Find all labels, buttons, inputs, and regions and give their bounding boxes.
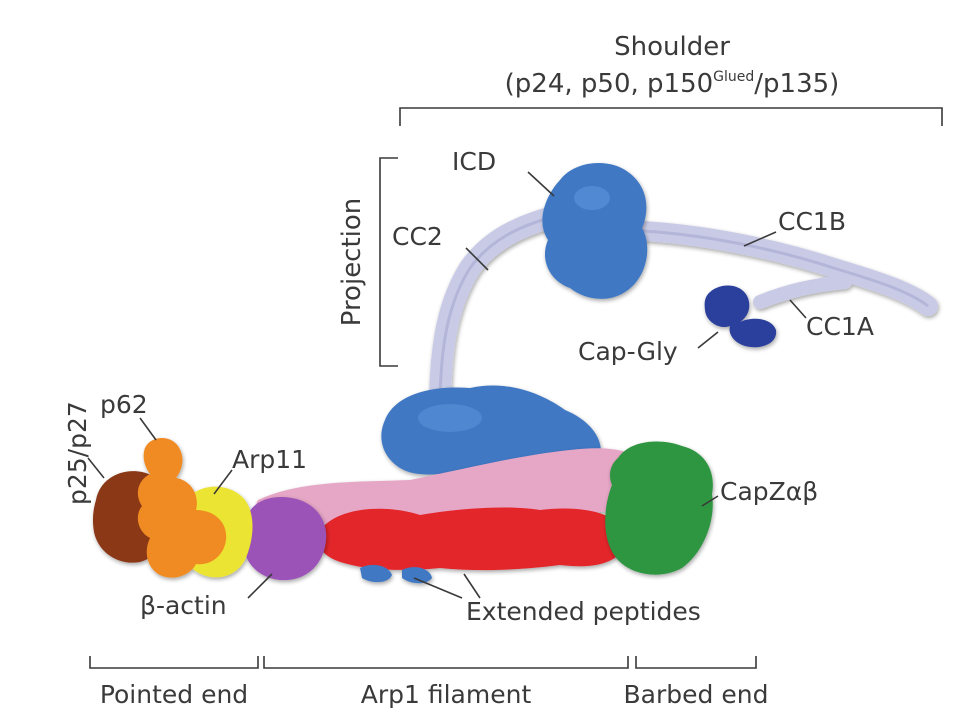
cc1b-label: CC1B (778, 207, 846, 236)
barbed-end-label: Barbed end (624, 680, 769, 709)
extended-peptide-1 (360, 564, 392, 583)
shoulder-subtitle-sup: Glued (713, 69, 754, 85)
pointed-end-label: Pointed end (100, 680, 248, 709)
shoulder-subtitle-part1: (p24, p50, p150 (505, 69, 714, 99)
icd-highlight (574, 186, 610, 210)
pink-strand (256, 448, 649, 525)
p62-blob (137, 437, 227, 578)
shoulder-bracket (399, 107, 943, 126)
shoulder-base-highlight (418, 404, 482, 432)
cc2-stalk (429, 204, 571, 421)
arp11-leader (213, 469, 233, 495)
icd-domain (542, 162, 648, 299)
capz-blob (605, 441, 713, 575)
pointed-end-complex (92, 437, 327, 581)
shoulder-title: Shoulder (614, 32, 730, 62)
barbed-end-bracket (635, 656, 757, 669)
pointed-end-bracket (89, 656, 259, 669)
stalk-coiled-coils (429, 204, 938, 421)
beta-actin-leader (247, 573, 273, 599)
cc1b-stalk-highlight (619, 228, 929, 308)
cap-gly-blob (704, 285, 777, 348)
cc2-stalk-highlight (438, 213, 561, 411)
icd-leader (527, 171, 555, 197)
beta-actin-label: β-actin (140, 591, 227, 620)
p25-p27-label: p25/p27 (63, 401, 92, 505)
cap-gly-label: Cap-Gly (578, 337, 678, 366)
cc1b-leader (743, 231, 777, 247)
extended-peptide-2 (402, 567, 432, 584)
shoulder-base (381, 385, 601, 475)
projection-bracket (379, 157, 398, 367)
capz-leader (701, 495, 719, 507)
extended-leader-2 (463, 573, 481, 599)
arp11-label: Arp11 (232, 445, 307, 474)
icd-blob (542, 162, 648, 299)
icd-label: ICD (452, 147, 496, 176)
beta-actin-blob (242, 496, 327, 581)
shoulder-subtitle: (p24, p50, p150Glued/p135) (505, 69, 840, 99)
arp1-filament-label: Arp1 filament (361, 680, 532, 709)
p25-p27-leader (87, 457, 105, 479)
cap-gly-leader (697, 331, 719, 349)
extended-peptides-label: Extended peptides (466, 597, 701, 626)
red-strand (317, 507, 626, 571)
p62-label: p62 (100, 390, 148, 419)
arp1-filament-bracket (263, 656, 629, 669)
cc2-label: CC2 (392, 222, 443, 251)
arp1-filament (256, 448, 649, 584)
capz-domain (605, 441, 713, 575)
cc1a-stalk (753, 275, 852, 309)
cc1a-label: CC1A (806, 312, 874, 341)
capz-label: CapZαβ (720, 477, 818, 506)
cc2-leader (465, 247, 489, 271)
cc1a-leader (789, 299, 807, 319)
p62-leader (139, 417, 157, 441)
extended-leader-1 (413, 577, 463, 599)
shoulder-subtitle-part2: /p135) (754, 69, 839, 99)
cap-gly-domain (704, 285, 777, 348)
projection-label: Projection (337, 198, 367, 327)
